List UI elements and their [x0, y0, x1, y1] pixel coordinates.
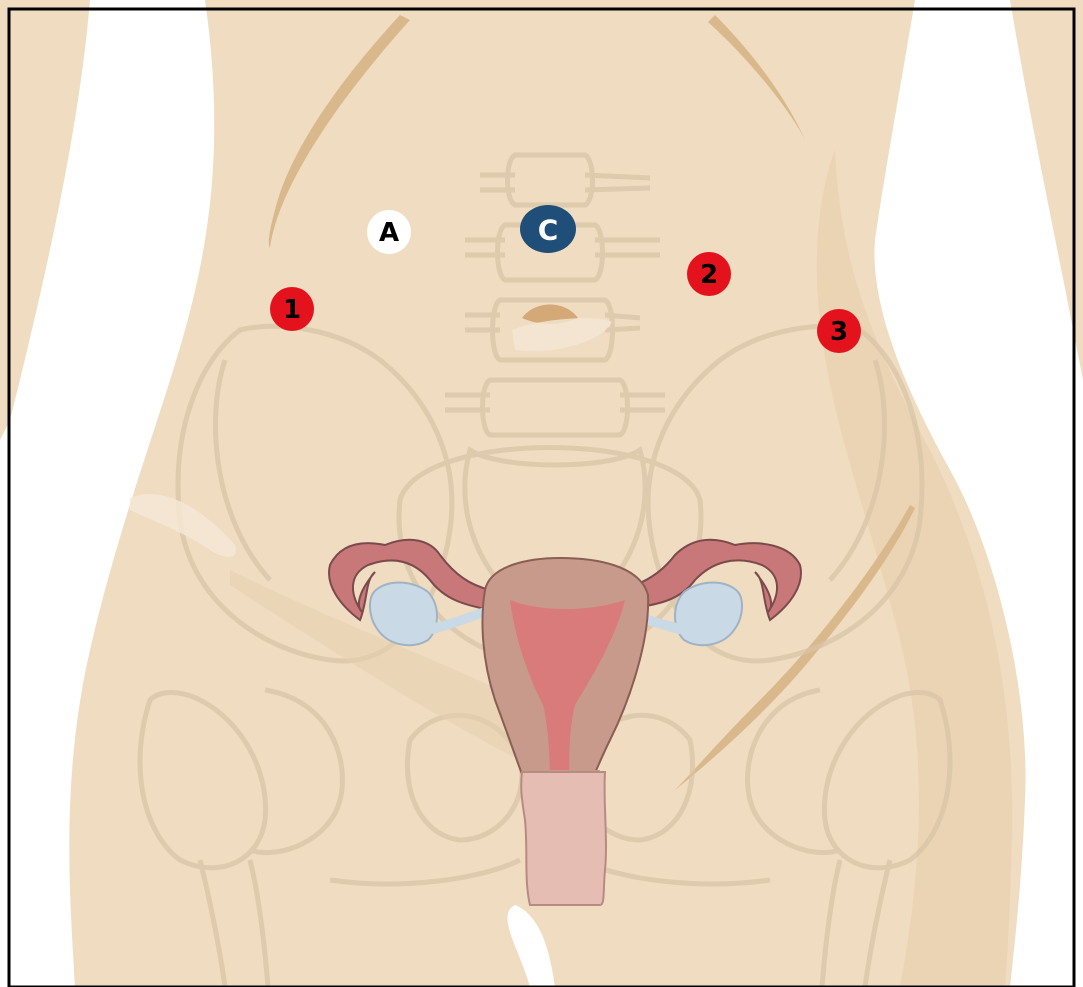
- assistant-port-label: A: [379, 218, 399, 248]
- vagina: [521, 772, 606, 905]
- port-marker-1-label: 1: [283, 295, 301, 325]
- port-marker-2-label: 2: [700, 260, 718, 290]
- camera-port-marker-c: C: [520, 205, 576, 253]
- port-marker-3-label: 3: [830, 317, 848, 347]
- assistant-port-marker-a: A: [367, 210, 411, 254]
- port-marker-1: 1: [270, 287, 314, 331]
- camera-port-label: C: [538, 214, 559, 247]
- port-marker-2: 2: [687, 252, 731, 296]
- port-marker-3: 3: [817, 309, 861, 353]
